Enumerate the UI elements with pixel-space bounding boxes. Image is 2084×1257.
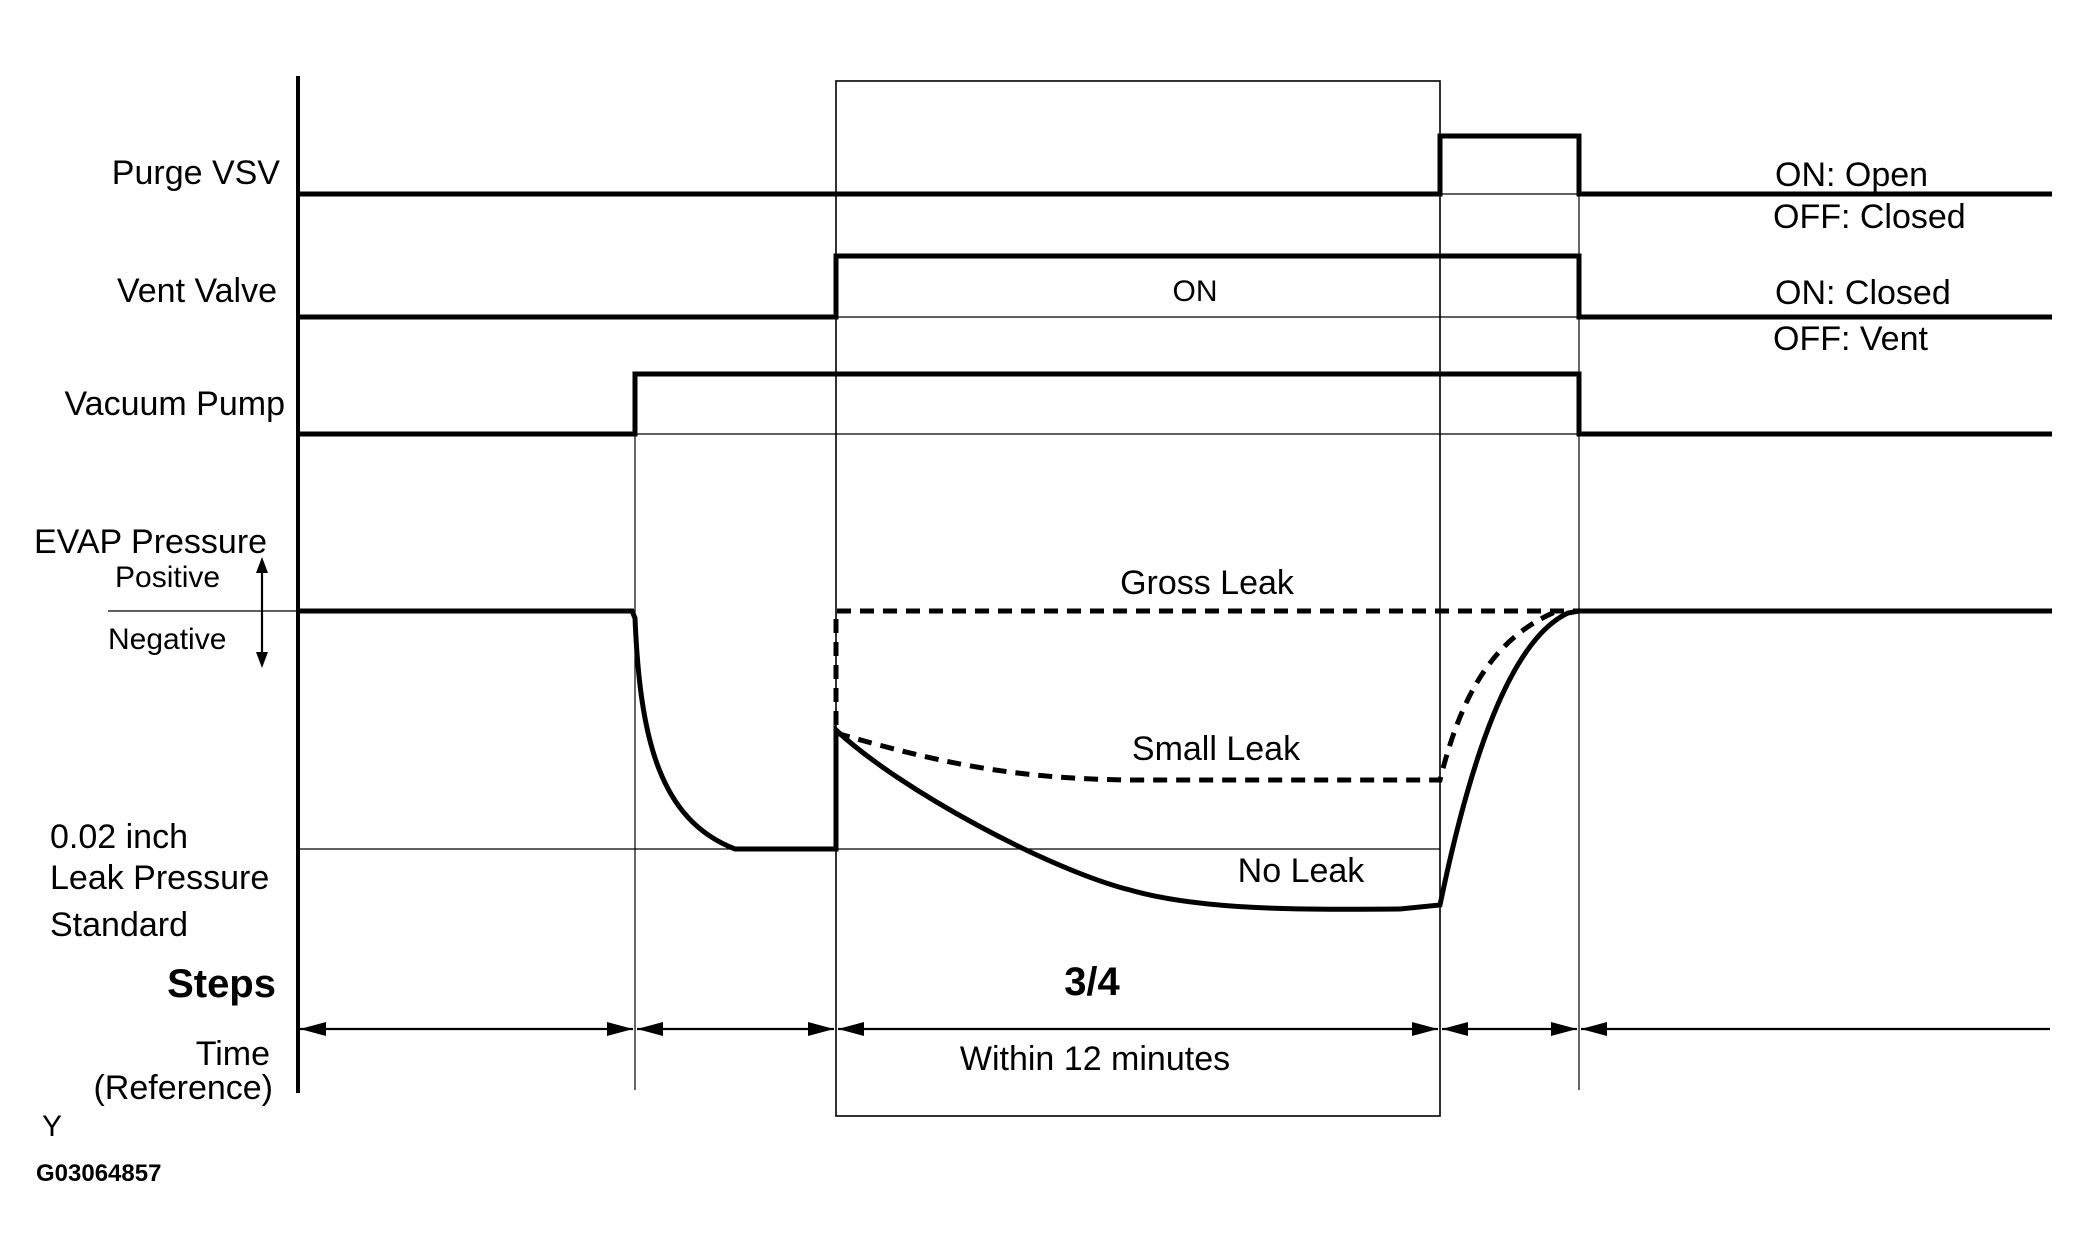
time-arrowhead — [1581, 1022, 1607, 1036]
small-leak-curve — [835, 609, 1556, 783]
vent-on-state: ON: Closed — [1775, 274, 1951, 312]
no-leak-curve — [298, 608, 2052, 912]
purge-on-state: ON: Open — [1775, 156, 1928, 194]
time-arrowhead — [1551, 1022, 1577, 1036]
evap-pressure-label: EVAP Pressure — [34, 523, 267, 561]
figure-id: G03064857 — [36, 1160, 161, 1187]
pressure-up-arrowhead — [256, 557, 268, 573]
leak-standard-line2: Leak Pressure — [50, 859, 269, 897]
time-arrowhead — [1412, 1022, 1438, 1036]
axis-mark: Y — [42, 1110, 62, 1143]
time-reference-label: (Reference) — [93, 1069, 273, 1107]
purge-off-state: OFF: Closed — [1773, 198, 1966, 236]
gross-leak-label: Gross Leak — [1120, 564, 1295, 602]
step-value: 3/4 — [1064, 960, 1120, 1004]
time-arrowhead — [1442, 1022, 1468, 1036]
time-arrowhead — [808, 1022, 834, 1036]
pressure-down-arrowhead — [256, 652, 268, 668]
purge-vsv-label: Purge VSV — [112, 154, 281, 192]
time-arrowhead — [838, 1022, 864, 1036]
time-label: Time — [196, 1035, 270, 1073]
vacuum-pump-trace — [298, 371, 2052, 437]
purge-vsv-trace — [298, 133, 2052, 197]
time-arrowhead — [637, 1022, 663, 1036]
vacuum-pump-label: Vacuum Pump — [65, 385, 285, 423]
vent-valve-label: Vent Valve — [117, 272, 277, 310]
time-arrowhead — [607, 1022, 633, 1036]
no-leak-label: No Leak — [1238, 852, 1366, 890]
time-arrowhead — [300, 1022, 326, 1036]
within-12-minutes-label: Within 12 minutes — [960, 1040, 1230, 1078]
vent-on-marker: ON — [1173, 275, 1218, 308]
positive-label: Positive — [115, 561, 220, 594]
negative-label: Negative — [108, 623, 226, 656]
vent-valve-trace — [298, 253, 2052, 320]
vent-off-state: OFF: Vent — [1773, 320, 1928, 358]
small-leak-label: Small Leak — [1132, 730, 1301, 768]
steps-label: Steps — [167, 962, 276, 1006]
leak-standard-line3: Standard — [50, 906, 188, 944]
leak-standard-line1: 0.02 inch — [50, 818, 188, 856]
step-3-4-frame — [835, 80, 1441, 1117]
gross-leak-curve — [833, 608, 1579, 725]
time-arrows — [300, 1022, 2050, 1036]
